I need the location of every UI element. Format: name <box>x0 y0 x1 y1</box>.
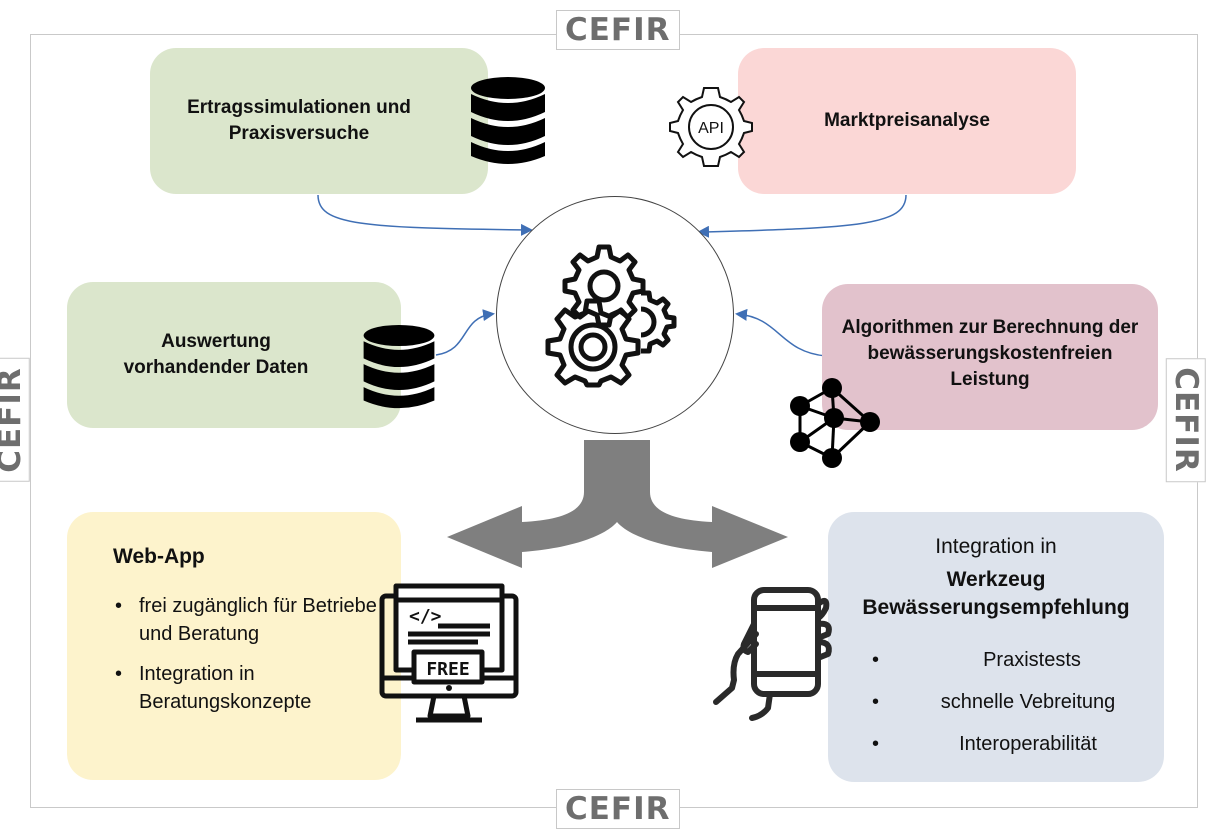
box-algorithmen: Algorithmen zur Berechnung der bewässeru… <box>822 284 1158 430</box>
watermark-right: CEFIR <box>1165 358 1206 482</box>
box-werkzeug: Integration in Werkzeug Bewässerungsempf… <box>828 512 1164 782</box>
webapp-list: frei zugänglich für Betriebe und Beratun… <box>113 592 383 728</box>
list-item: Praxistests <box>870 646 1160 674</box>
watermark-top: CEFIR <box>556 10 680 50</box>
box-ertrag-label: Ertragssimulationen und Praxisversuche <box>187 97 411 144</box>
list-item: frei zugänglich für Betriebe und Beratun… <box>113 592 383 648</box>
webapp-title: Web-App <box>113 545 205 568</box>
list-item: Integration in Beratungskonzepte <box>113 660 383 716</box>
werkzeug-title: Werkzeug Bewässerungsempfehlung <box>862 568 1130 619</box>
neural-network-icon <box>790 378 880 468</box>
list-item: schnelle Vebreitung <box>870 688 1160 716</box>
api-gear-icon: API <box>669 87 753 167</box>
computer-free-icon: </> FREE <box>379 583 519 723</box>
code-label: </> <box>409 606 442 627</box>
database-icon <box>363 324 435 409</box>
box-web-app: Web-App frei zugänglich für Betriebe und… <box>67 512 401 780</box>
processing-hub <box>496 196 734 434</box>
box-auswertung: Auswertung vorhandender Daten <box>67 282 401 428</box>
phone-hand-icon <box>713 587 832 721</box>
gears-icon <box>545 244 677 388</box>
box-auswertung-label: Auswertung vorhandender Daten <box>123 331 309 378</box>
box-marktpreisanalyse: Marktpreisanalyse <box>738 48 1076 194</box>
watermark-bottom: CEFIR <box>556 789 680 829</box>
api-label: API <box>698 120 724 137</box>
box-ertragssimulationen: Ertragssimulationen und Praxisversuche <box>150 48 488 194</box>
box-algo-label: Algorithmen zur Berechnung der bewässeru… <box>841 317 1139 390</box>
list-item: Interoperabilität <box>870 730 1160 758</box>
database-icon <box>471 77 545 164</box>
werkzeug-list: Praxistests schnelle Vebreitung Interope… <box>870 646 1160 772</box>
box-markt-label: Marktpreisanalyse <box>824 110 990 131</box>
werkzeug-intro: Integration in <box>935 535 1057 558</box>
free-label: FREE <box>426 659 469 680</box>
watermark-left: CEFIR <box>0 358 30 482</box>
